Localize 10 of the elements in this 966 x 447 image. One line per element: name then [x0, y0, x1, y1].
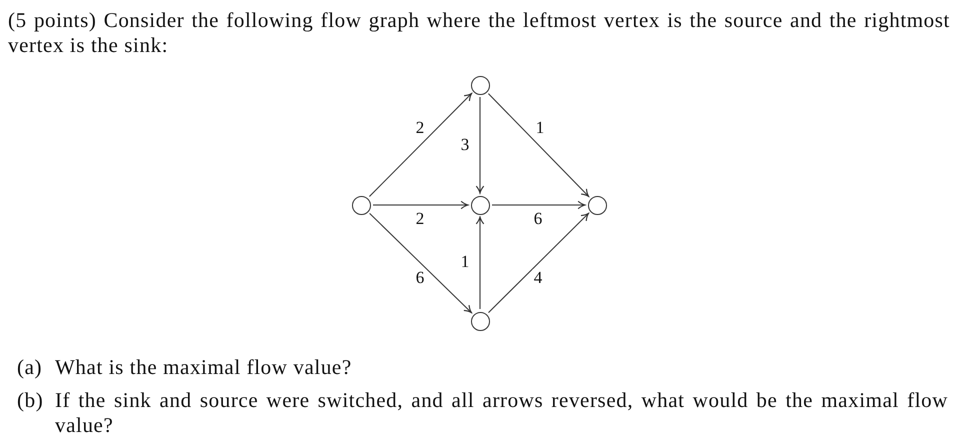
vertex-circle [588, 196, 606, 214]
vertex-circle [352, 196, 370, 214]
problem-statement: (5 points) Consider the following flow graph where the leftmost vertex is the source and the rightmost vertex is the sink: [8, 8, 950, 57]
vertex-circle [470, 312, 490, 330]
list-marker: (b) [17, 388, 44, 412]
question-text: If the sink and source were switched, and all arrows reversed, what would be the maximal flow value? [55, 388, 948, 437]
vertex-circle [470, 196, 490, 214]
question-text: What is the maximal flow value? [55, 355, 353, 380]
vertex-circle [470, 76, 490, 94]
list-marker: (a) [17, 355, 44, 380]
